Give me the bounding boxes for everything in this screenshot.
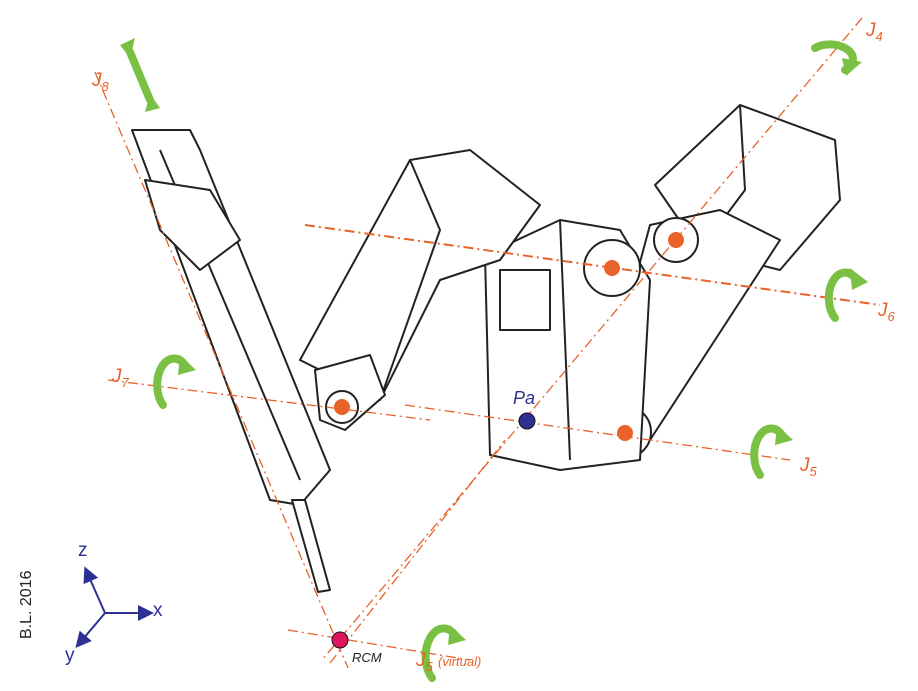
axis-j5	[404, 404, 791, 461]
axis-pa-rcm	[329, 439, 506, 664]
translate-arrow-j8-icon	[126, 48, 154, 104]
label-j7: J7	[112, 366, 129, 390]
rcm-point	[331, 631, 349, 649]
pa-point	[518, 412, 536, 430]
robot-arm-drawing	[131, 104, 841, 593]
label-j5: J5	[800, 455, 817, 479]
rotate-arrow-j7-icon	[153, 354, 189, 409]
axis-y-label: y	[65, 645, 75, 666]
axis-x-label: x	[153, 600, 163, 621]
axis-z-label: z	[78, 540, 88, 561]
axis-j8	[94, 71, 349, 669]
joint-markers	[332, 230, 686, 443]
joint-axes	[94, 17, 881, 669]
rotate-arrow-j5v-icon	[421, 624, 459, 682]
label-j5-virtual: J5 (virtual)	[416, 650, 482, 674]
label-rcm: RCM	[352, 650, 382, 665]
axis-j7	[107, 379, 431, 421]
rotate-arrow-j5-icon	[750, 424, 786, 479]
credit: B.L. 2016	[18, 570, 35, 640]
label-j8: J8	[92, 70, 109, 94]
joint-j7-marker	[332, 397, 352, 417]
rotation-arrows	[126, 40, 859, 682]
label-j6: J6	[878, 300, 895, 324]
label-pa: Pa	[513, 388, 536, 408]
coordinate-frame	[75, 566, 154, 649]
axis-j6	[304, 224, 881, 306]
label-j4: J4	[866, 20, 883, 44]
rotate-arrow-j6-icon	[824, 268, 859, 322]
joint-j5-marker	[615, 423, 635, 443]
